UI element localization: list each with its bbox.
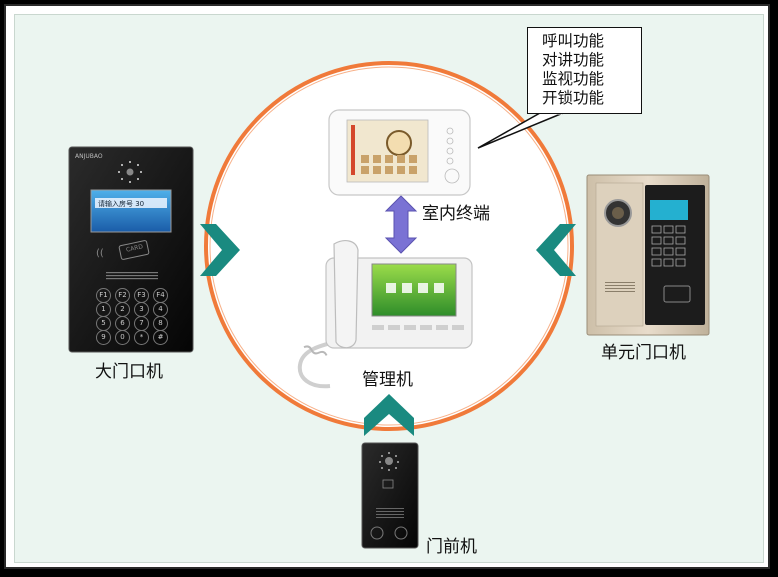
arrow-bottom-icon xyxy=(364,394,414,436)
keypad-key: * xyxy=(134,330,149,345)
keypad-key: 4 xyxy=(153,302,168,317)
door-front-label: 门前机 xyxy=(426,537,477,557)
callout-line-intercom: 对讲功能 xyxy=(542,51,605,69)
svg-text:ANJUBAO: ANJUBAO xyxy=(75,153,103,160)
double-arrow-icon xyxy=(384,195,418,254)
keypad-key: F1 xyxy=(96,288,111,303)
keypad-key: 8 xyxy=(153,316,168,331)
main-gate-screen-text: 请输入房号 30 xyxy=(98,200,145,208)
keypad-key: F4 xyxy=(153,288,168,303)
keypad-key: 6 xyxy=(115,316,130,331)
manager-device xyxy=(297,240,473,389)
main-gate-label: 大门口机 xyxy=(95,362,163,382)
keypad-key: 1 xyxy=(96,302,111,317)
unit-door-device xyxy=(586,174,710,336)
keypad-key: 0 xyxy=(115,330,130,345)
arrow-right-icon xyxy=(536,224,576,276)
indoor-terminal-label: 室内终端 xyxy=(422,204,490,224)
keypad-key: F3 xyxy=(134,288,149,303)
callout-line-monitor: 监视功能 xyxy=(542,70,605,88)
callout-line-call: 呼叫功能 xyxy=(542,32,605,50)
feature-callout: 呼叫功能 对讲功能 监视功能 开锁功能 xyxy=(527,27,642,114)
keypad-key: 7 xyxy=(134,316,149,331)
door-front-device xyxy=(361,442,419,549)
keypad-key: 5 xyxy=(96,316,111,331)
svg-text:((: (( xyxy=(96,248,104,259)
keypad-key: F2 xyxy=(115,288,130,303)
manager-label: 管理机 xyxy=(362,370,413,390)
keypad-key: # xyxy=(153,330,168,345)
unit-door-label: 单元门口机 xyxy=(601,343,686,363)
keypad-key: 2 xyxy=(115,302,130,317)
arrow-left-icon xyxy=(200,224,240,276)
keypad-key: 3 xyxy=(134,302,149,317)
system-ring xyxy=(204,61,574,431)
indoor-terminal-device xyxy=(328,109,471,196)
keypad-key: 9 xyxy=(96,330,111,345)
callout-line-unlock: 开锁功能 xyxy=(542,89,605,107)
